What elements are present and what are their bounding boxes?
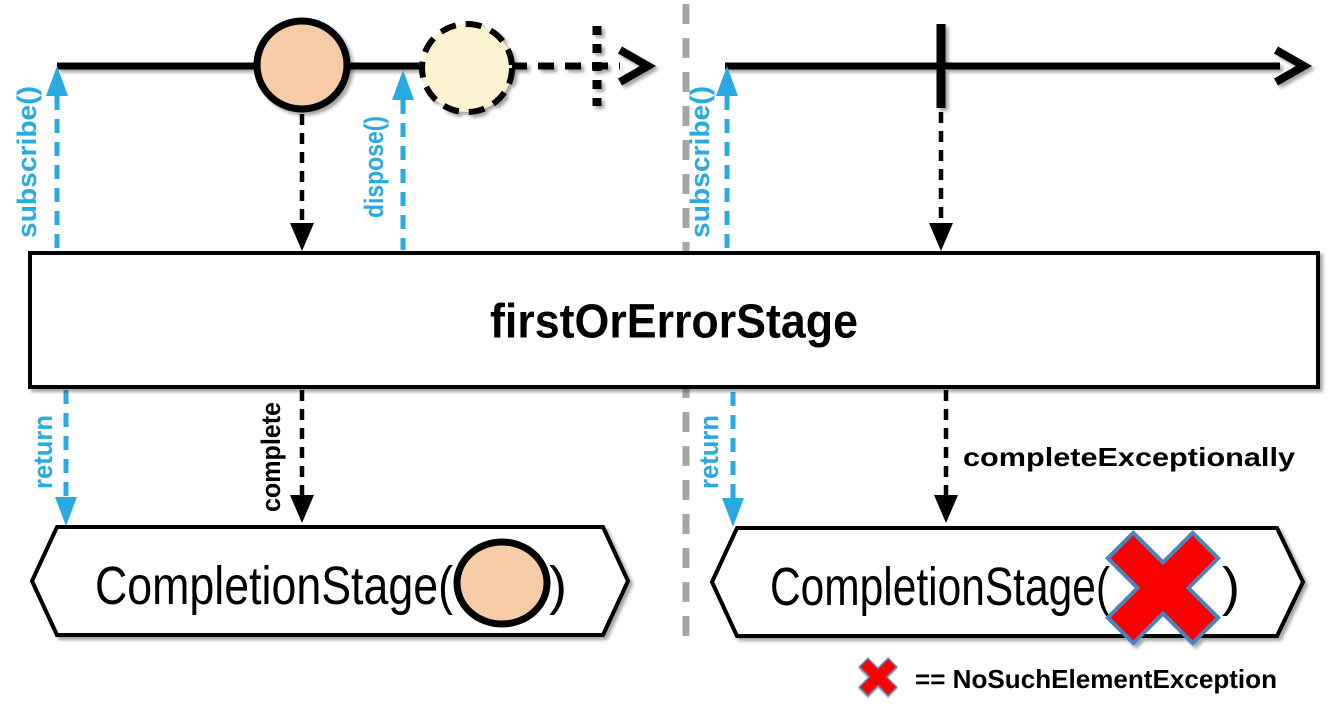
left-return-arrow: return [28,390,77,526]
legend-text: == NoSuchElementException [915,664,1277,694]
up-arrowhead-icon [392,70,414,100]
complete-label: complete [256,402,286,512]
right-subscribe-arrow: subscribe() [685,66,738,248]
right-scenario: subscribe() return completeExceptionally… [685,24,1313,673]
subscribe-label: subscribe() [685,86,715,238]
complete-exceptionally-label: completeExceptionally [963,442,1296,472]
down-arrowhead-icon [722,498,744,527]
complete-exceptionally-arrow: completeExceptionally [934,390,1296,523]
result-open-text: CompletionStage( [95,556,453,616]
right-source-timeline [725,24,1313,108]
return-label: return [694,415,724,489]
left-source-timeline [57,26,657,106]
first-item-marble-icon [453,538,551,628]
down-arrowhead-icon [934,495,958,523]
right-return-arrow: return [694,392,744,527]
stage-title: firstOrErrorStage [490,296,858,349]
right-complete-signal-arrow [929,112,953,251]
timeline-arrowhead-icon [618,46,657,86]
error-x-icon [848,647,908,707]
down-arrowhead-icon [290,495,314,523]
down-arrowhead-icon [929,223,953,251]
down-arrowhead-icon [290,223,314,251]
left-result-hexagon: CompletionStage( ) [29,525,631,637]
timeline-arrowhead-icon [1274,46,1313,86]
disposed-item-marble-icon [419,21,515,115]
subscribe-label: subscribe() [12,86,42,238]
up-arrowhead-icon [716,66,738,96]
result-close-text: ) [549,556,567,616]
left-scenario: subscribe() dispose() return complete [12,17,657,637]
first-item-marble-icon [253,17,351,113]
return-label: return [28,415,58,489]
left-subscribe-arrow: subscribe() [12,66,68,248]
down-arrowhead-icon [55,497,77,526]
left-item-signal-arrow [290,114,314,251]
dispose-arrow: dispose() [359,70,414,250]
result-close-text: ) [1222,557,1240,617]
up-arrowhead-icon [46,66,68,96]
complete-signal-arrow: complete [256,390,314,523]
result-open-text: CompletionStage( [770,557,1110,617]
dispose-label: dispose() [359,116,389,218]
stage-box: firstOrErrorStage [28,251,1320,389]
legend: == NoSuchElementException [848,647,1277,707]
right-result-hexagon: CompletionStage( ) [709,503,1306,673]
